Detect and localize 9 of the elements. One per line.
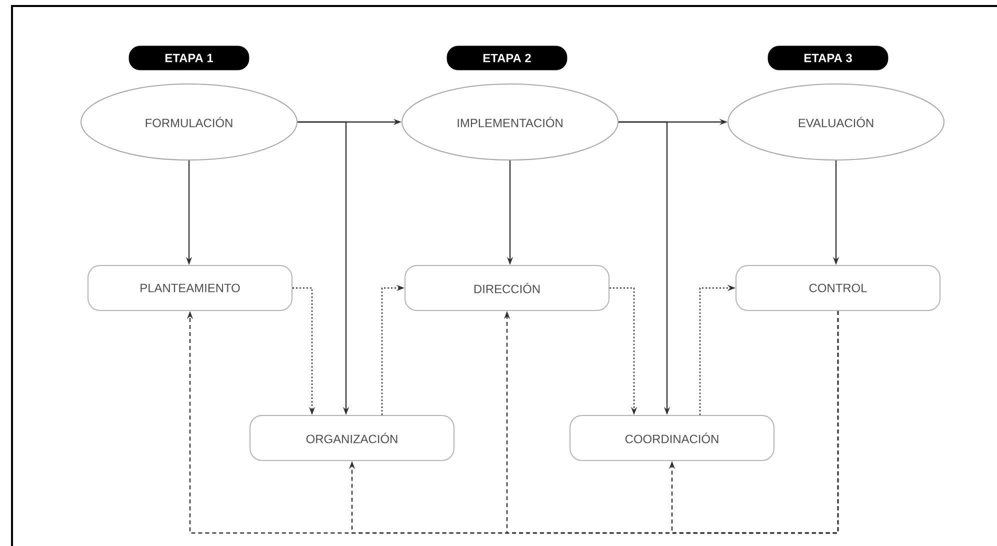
activity-box: DIRECCIÓN: [404, 265, 610, 311]
stage-label: ETAPA 2: [446, 46, 568, 70]
activity-box: ORGANIZACIÓN: [250, 415, 454, 461]
stage-label: ETAPA 1: [128, 46, 250, 70]
activity-box: PLANTEAMIENTO: [88, 265, 292, 311]
stage-label: ETAPA 3: [768, 46, 888, 70]
arrow: [668, 311, 839, 534]
activity-box: CONTROL: [736, 265, 940, 311]
activity-box: COORDINACIÓN: [570, 415, 774, 461]
